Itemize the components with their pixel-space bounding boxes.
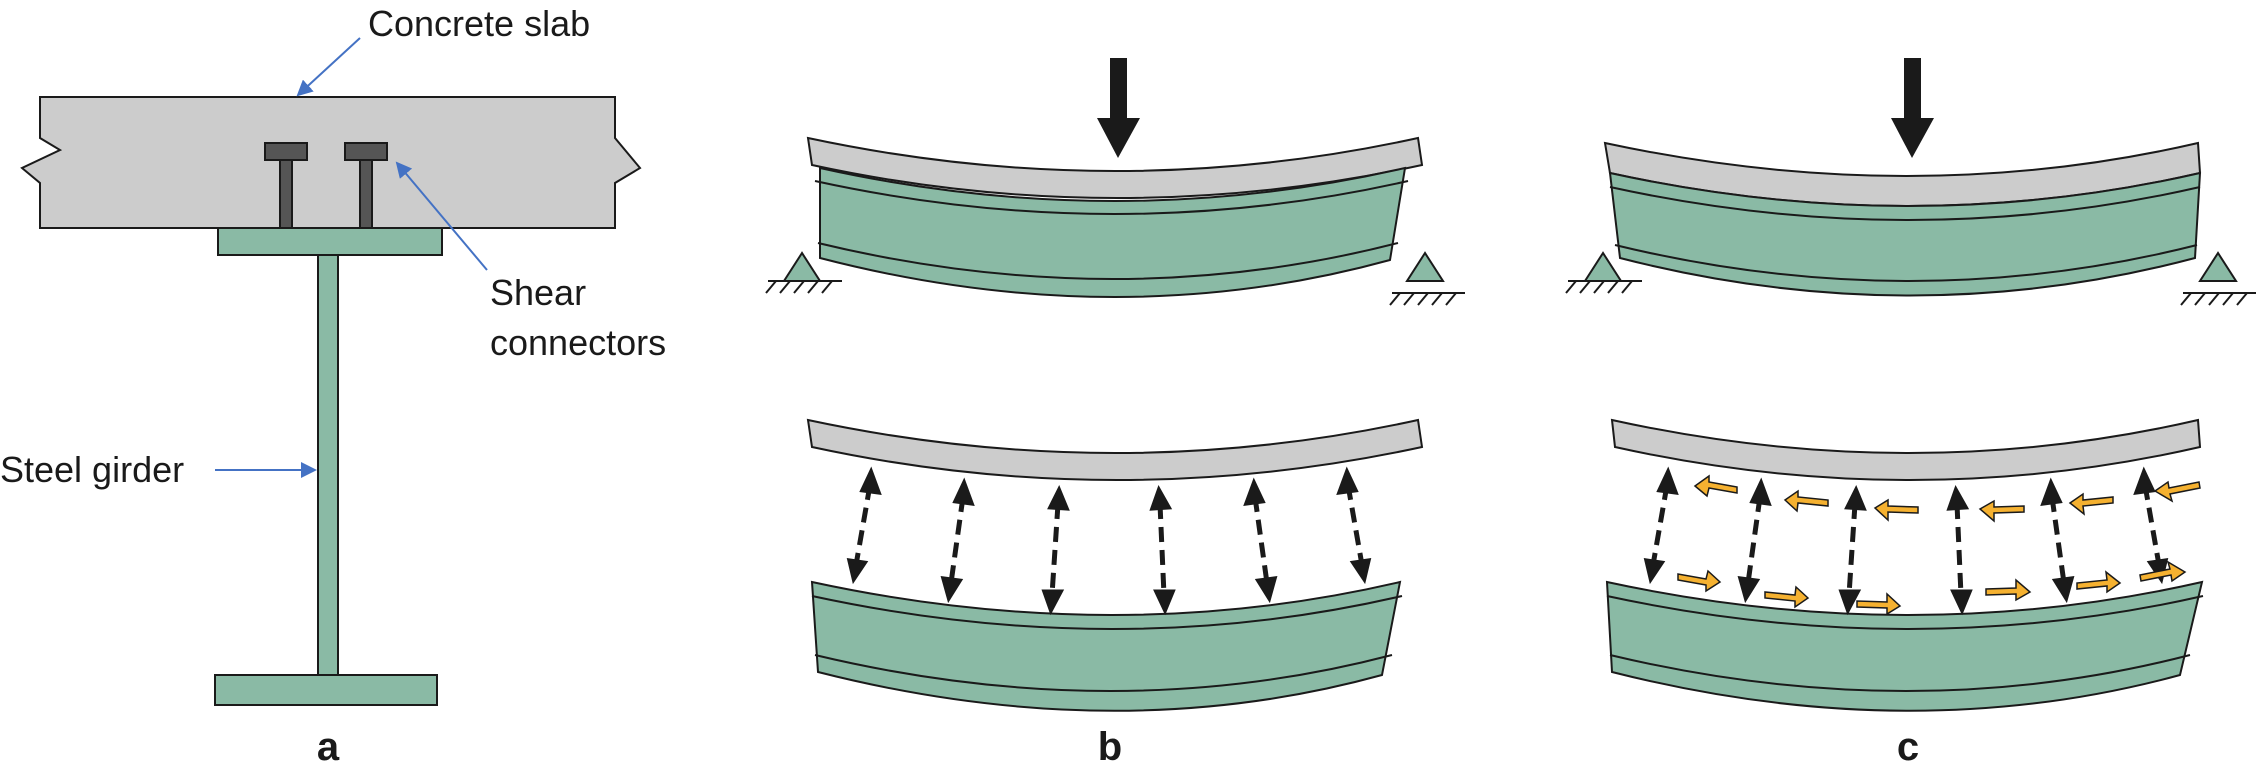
pin-support-right — [1389, 251, 1465, 306]
load-arrow — [1891, 58, 1934, 158]
steel-girder-label: Steel girder — [0, 449, 184, 490]
panel-c-label: c — [1897, 725, 1919, 764]
panel-c-composite: c — [1565, 58, 2256, 764]
slip-arrow-left — [2068, 492, 2114, 516]
steel-girder-separated — [1605, 580, 2204, 712]
uplift-arrows — [846, 466, 1372, 616]
slip-arrow-left — [2153, 480, 2201, 503]
uplift-arrow — [846, 466, 882, 585]
panel-a-label: a — [317, 725, 340, 764]
shear-connectors-label-line2: connectors — [490, 322, 666, 363]
uplift-arrow — [1149, 484, 1176, 616]
steel-bottom-flange — [214, 674, 438, 706]
slip-arrow-right — [2076, 570, 2122, 594]
steel-girder-separated — [810, 580, 1402, 712]
uplift-arrow — [1946, 484, 1973, 616]
steel-web — [317, 254, 339, 676]
slip-arrow-right — [2139, 560, 2187, 583]
steel-girder-bent — [819, 166, 1407, 298]
concrete-slab-separated — [806, 418, 1424, 481]
pin-support-right — [2180, 251, 2256, 306]
steel-top-flange — [217, 227, 443, 256]
slip-arrows-bottom — [1677, 560, 2187, 616]
slip-arrow-left — [1783, 489, 1829, 513]
slip-arrow-right — [1985, 578, 2032, 602]
panel-b-label: b — [1098, 725, 1122, 764]
concrete-slab-arrow — [296, 37, 361, 97]
pin-support-left — [765, 251, 842, 294]
uplift-arrow — [1838, 484, 1867, 616]
pin-support-left — [1565, 251, 1642, 294]
load-arrow — [1097, 58, 1140, 158]
panel-a-cross-section: Concrete slab Shear connectors Steel gir… — [0, 3, 666, 764]
slip-arrow-left — [1978, 499, 2025, 523]
shear-connectors-label-line1: Shear — [490, 272, 586, 313]
uplift-arrow — [1336, 466, 1372, 585]
uplift-arrow — [1243, 477, 1278, 604]
slip-arrow-left — [1873, 498, 1919, 522]
shear-stud — [344, 142, 388, 229]
shear-stud — [264, 142, 308, 229]
uplift-arrow — [1643, 466, 1679, 585]
slip-arrow-right — [1677, 569, 1722, 593]
concrete-slab-bent — [806, 136, 1424, 199]
uplift-arrow — [940, 477, 975, 604]
concrete-slab — [20, 96, 642, 229]
uplift-arrow — [1041, 484, 1070, 616]
concrete-slab-separated — [1610, 418, 2202, 481]
slip-arrow-right — [1856, 592, 1902, 616]
uplift-arrow — [2040, 477, 2075, 604]
slip-arrow-right — [1764, 585, 1810, 609]
uplift-arrow — [1737, 477, 1772, 604]
panel-b-non-composite: b — [765, 58, 1465, 764]
slip-arrows-top — [1693, 474, 2201, 523]
shear-connectors-arrow — [395, 161, 488, 271]
composite-steel-bent — [1608, 171, 2202, 297]
slip-arrow-left — [1693, 474, 1738, 498]
uplift-arrows — [1643, 466, 2169, 616]
concrete-slab-label: Concrete slab — [368, 3, 590, 44]
